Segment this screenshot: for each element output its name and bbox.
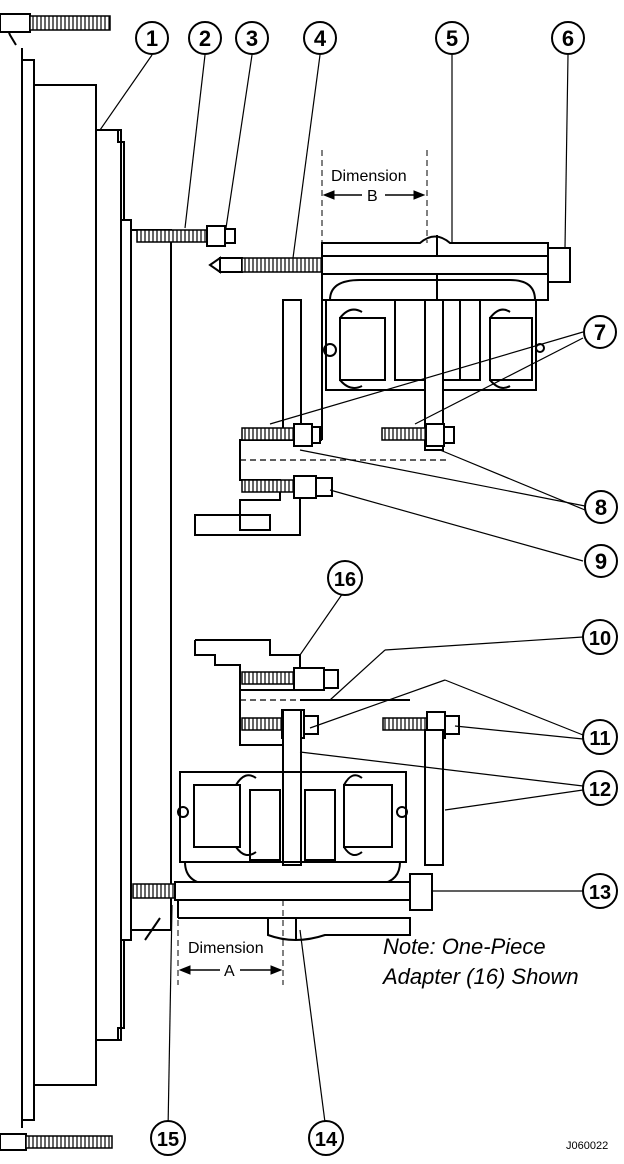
callout-6: 6 bbox=[551, 21, 585, 55]
upper-bolt-9 bbox=[241, 475, 333, 499]
note-line-2: Adapter (16) Shown bbox=[383, 964, 579, 989]
svg-text:8: 8 bbox=[595, 495, 607, 520]
svg-text:2: 2 bbox=[199, 26, 211, 51]
upper-caliper-body bbox=[323, 279, 545, 391]
lower-nut-13 bbox=[409, 873, 433, 911]
callout-12: 12 bbox=[582, 770, 618, 806]
lower-rotor bbox=[282, 709, 444, 866]
callout-9: 9 bbox=[584, 544, 618, 578]
lower-guide-pin-15 bbox=[132, 881, 411, 941]
callout-3: 3 bbox=[235, 21, 269, 55]
svg-text:6: 6 bbox=[562, 26, 574, 51]
figure-id: J060022 bbox=[566, 1140, 609, 1152]
svg-text:5: 5 bbox=[446, 26, 458, 51]
svg-text:1: 1 bbox=[146, 26, 158, 51]
base-plate bbox=[7, 29, 172, 1128]
svg-text:7: 7 bbox=[594, 320, 606, 345]
upper-bolt-3 bbox=[136, 225, 236, 247]
svg-text:14: 14 bbox=[315, 1129, 338, 1151]
callout-15: 15 bbox=[150, 1120, 186, 1156]
callout-8: 8 bbox=[584, 490, 618, 524]
dimension-a-label: Dimension bbox=[188, 940, 264, 957]
callout-11: 11 bbox=[582, 719, 618, 755]
svg-text:12: 12 bbox=[589, 779, 611, 801]
callout-14: 14 bbox=[308, 1120, 344, 1156]
leader-lines bbox=[99, 54, 586, 1131]
upper-nut-6 bbox=[547, 247, 571, 283]
callout-5: 5 bbox=[435, 21, 469, 55]
callout-7: 7 bbox=[583, 315, 617, 349]
callout-1: 1 bbox=[135, 21, 169, 55]
svg-text:16: 16 bbox=[334, 569, 356, 591]
svg-text:3: 3 bbox=[246, 26, 258, 51]
top-left-bolt bbox=[0, 13, 111, 33]
lower-bolt-11b bbox=[382, 711, 460, 739]
svg-text:10: 10 bbox=[589, 628, 611, 650]
svg-text:15: 15 bbox=[157, 1129, 179, 1151]
callout-13: 13 bbox=[582, 873, 618, 909]
dimension-b-marker bbox=[321, 150, 428, 243]
upper-guide-pin-4 bbox=[208, 255, 549, 275]
svg-text:9: 9 bbox=[595, 549, 607, 574]
svg-text:11: 11 bbox=[589, 728, 610, 750]
callout-4: 4 bbox=[303, 21, 337, 55]
svg-text:13: 13 bbox=[589, 882, 611, 904]
bottom-left-bolt bbox=[0, 1133, 113, 1151]
svg-text:4: 4 bbox=[314, 26, 327, 51]
callout-2: 2 bbox=[188, 21, 222, 55]
lower-bolt-10 bbox=[241, 667, 339, 691]
dimension-a-marker bbox=[177, 900, 284, 985]
note-line-1: Note: One-Piece bbox=[383, 934, 546, 959]
upper-adapter-bracket bbox=[194, 439, 450, 536]
dimension-a-letter: A bbox=[224, 963, 235, 980]
callout-10: 10 bbox=[582, 619, 618, 655]
dimension-b-letter: B bbox=[367, 188, 378, 205]
note-text: Note: One-Piece Adapter (16) Shown bbox=[383, 932, 579, 992]
dimension-b-label: Dimension bbox=[331, 168, 407, 185]
upper-bolt-7b bbox=[381, 423, 455, 447]
callout-16: 16 bbox=[327, 560, 363, 596]
upper-bolt-7a bbox=[241, 423, 321, 447]
